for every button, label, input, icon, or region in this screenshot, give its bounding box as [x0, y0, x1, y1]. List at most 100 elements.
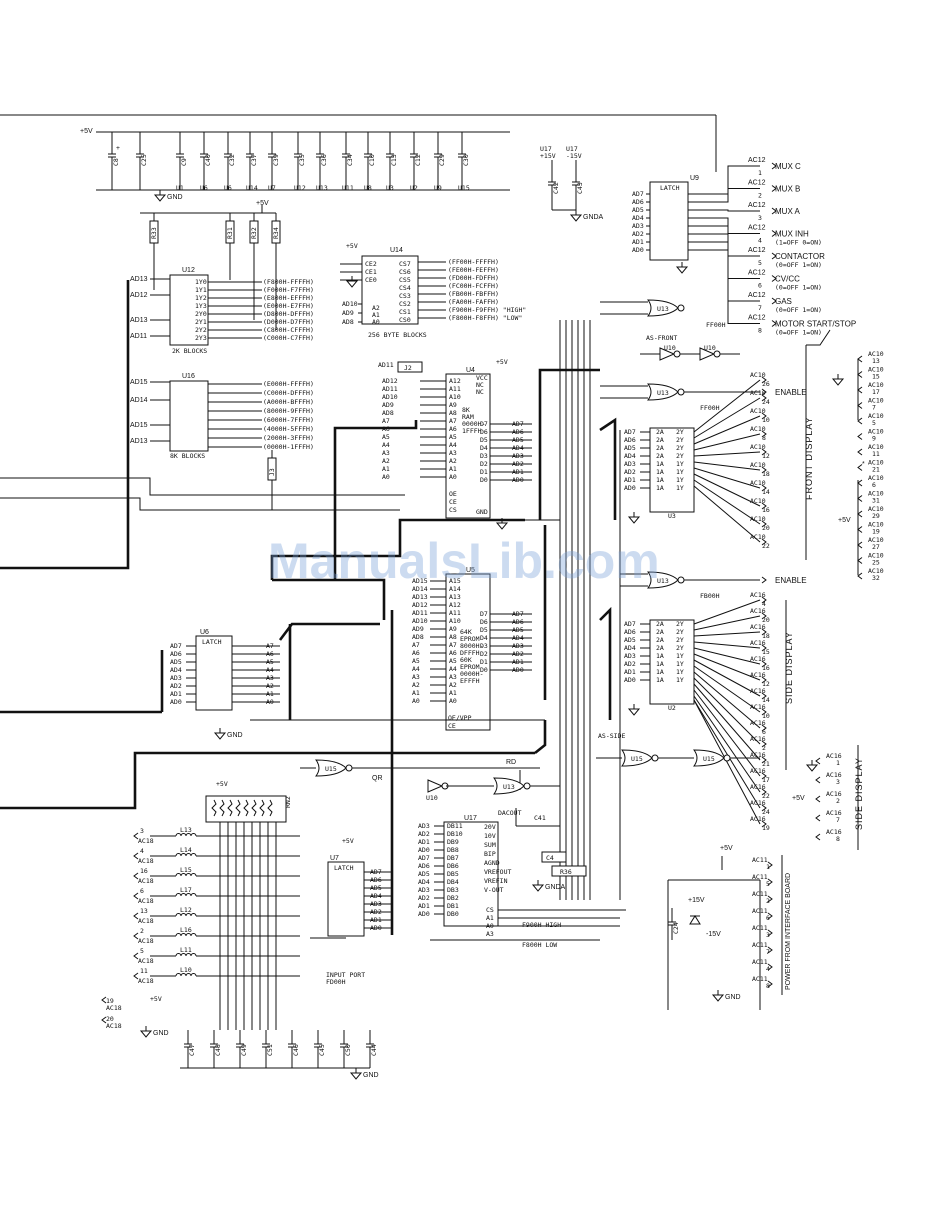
signal-label: AD12	[130, 292, 148, 299]
signal-label: AD1	[418, 902, 430, 910]
pin-number: 11	[140, 967, 148, 975]
cap-label: C39	[272, 154, 280, 166]
signal-label: A5	[266, 658, 274, 666]
chip-title: LATCH	[660, 184, 680, 192]
chip-ref-label: U17	[464, 815, 477, 822]
cap-label: C47	[188, 1044, 196, 1056]
pin-number: 18	[762, 632, 770, 640]
arrow-icon	[761, 484, 767, 492]
arrow-icon	[761, 820, 767, 828]
pin-number: 14	[762, 488, 770, 496]
component-label: RN2	[284, 796, 292, 808]
inductor-icon	[180, 933, 187, 937]
inductor-icon	[185, 833, 192, 837]
pin-label: A3	[449, 449, 457, 457]
connector-label: AC18	[138, 897, 154, 905]
connector-label: AC16	[750, 767, 766, 775]
signal-label: AD5	[170, 658, 182, 666]
pin-label: A2	[449, 457, 457, 465]
inductor-icon	[175, 913, 182, 917]
wire	[693, 695, 761, 793]
pin-label: DB7	[447, 854, 459, 862]
wire	[693, 433, 761, 451]
pin-label: D4	[480, 634, 488, 642]
pin-label: D5	[480, 436, 488, 444]
connector-label: AC12	[748, 292, 766, 299]
pin-label: SUM	[484, 841, 496, 849]
signal-label: A5	[412, 657, 420, 665]
pin-label: 1A	[656, 660, 664, 668]
chip-ref-label: U9	[690, 175, 699, 182]
pin-number: 1	[836, 759, 840, 767]
jumper-icon	[397, 361, 423, 373]
signal-label: A4	[412, 665, 420, 673]
inductor-icon	[185, 933, 192, 937]
signal-label: AD7	[512, 610, 524, 618]
pin-label: A1	[486, 914, 494, 922]
arrow-icon	[133, 872, 139, 880]
signal-label: AD7	[512, 420, 524, 428]
inverter-bubble-icon	[677, 304, 685, 312]
wire	[693, 451, 761, 457]
address-range-label: (F800H-FFFFH)	[263, 278, 314, 286]
gate-label: U15	[325, 765, 337, 773]
wire	[693, 415, 761, 445]
signal-label: AD8	[412, 633, 424, 641]
address-range-label: (C800H-CFFFH)	[263, 326, 314, 334]
connector-label: AC10	[750, 371, 766, 379]
address-range-label: (E800H-EFFFH)	[263, 294, 314, 302]
address-label: FF00H	[706, 321, 726, 329]
pin-label: DB2	[447, 894, 459, 902]
bus-line	[599, 417, 617, 520]
signal-label: A6	[266, 650, 274, 658]
chip-ref-label: U15	[458, 184, 470, 192]
pin-label: 2Y	[676, 452, 684, 460]
pin-number: 29	[872, 512, 880, 520]
cap-label: C30	[462, 154, 470, 166]
ground-icon	[349, 1072, 363, 1080]
address-range-label: (C000H-DFFFH)	[263, 389, 314, 397]
arrow-icon	[761, 644, 767, 652]
cap-label: C13	[390, 154, 398, 166]
address-range-label: (E000H-E7FFH)	[263, 302, 314, 310]
inductor-icon	[180, 913, 187, 917]
arrow-icon	[761, 676, 767, 684]
arrow-icon	[761, 376, 767, 384]
arrow-icon	[767, 878, 773, 886]
arrow-icon	[857, 495, 863, 502]
pin-number: 24	[762, 808, 770, 816]
pin-label: 2A	[656, 444, 664, 452]
pin-label: 2Y	[676, 620, 684, 628]
inductor-icon	[180, 873, 187, 877]
resistor-label: R34	[272, 227, 280, 239]
arrow-icon	[133, 952, 139, 960]
arrow-icon	[761, 628, 767, 636]
arrow-icon	[815, 795, 821, 803]
ground-label: GND	[167, 194, 183, 201]
pin-number: 5	[872, 419, 876, 427]
inductor-label: L12	[180, 906, 192, 914]
connector-label: AC16	[826, 752, 842, 760]
connector-label: AC10	[868, 366, 884, 374]
address-range-label: (2000H-3FFFH)	[263, 434, 314, 442]
chip-ref-label: U9	[434, 184, 442, 192]
inductor-icon	[175, 933, 182, 937]
wire	[693, 379, 761, 433]
chip-ref-label: U5	[466, 567, 475, 574]
signal-label: AD2	[512, 460, 524, 468]
pin-label: CE	[448, 722, 456, 730]
pin-number: 2	[766, 897, 770, 905]
signal-label: A4	[266, 666, 274, 674]
enable-label: ENABLE	[775, 576, 807, 585]
arrow-icon	[771, 252, 777, 260]
cap-label: C12	[414, 154, 422, 166]
pin-label: 1Y	[676, 652, 684, 660]
cap-label: C10	[368, 154, 376, 166]
pin-label: 2A	[656, 452, 664, 460]
cap-label: C24	[672, 922, 680, 934]
connector-label: AC10	[868, 474, 884, 482]
arrow-icon	[767, 912, 773, 920]
pin-label: A9	[449, 401, 457, 409]
inductor-label: L14	[180, 846, 192, 854]
